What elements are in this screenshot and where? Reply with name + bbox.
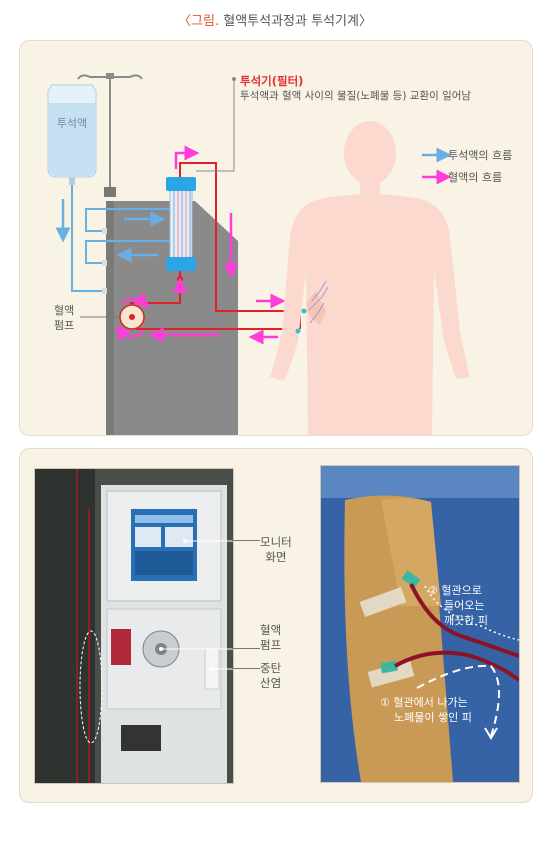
photo-pump-label: 혈액 펌프 <box>260 623 281 653</box>
outgoing-blood-label: ① 혈관에서 나가는 노폐물이 쌓인 피 <box>380 695 472 725</box>
bicarbonate-label-line2: 산염 <box>260 676 282 690</box>
machine-photo-drawing <box>35 469 233 783</box>
dialysis-machine-photo <box>34 468 234 784</box>
bicarbonate-label-line1: 중탄 <box>260 661 282 675</box>
dialysis-diagram: 투석액 <box>47 73 470 435</box>
dialysate-bag-label: 투석액 <box>57 117 87 130</box>
blood-flow-arrows <box>148 145 286 345</box>
arm-access-photo <box>320 465 520 783</box>
dialysate-line <box>71 185 104 292</box>
pump-label-line2: 펌프 <box>54 319 75 332</box>
incoming-label-line3: 깨끗한 피 <box>444 614 488 627</box>
filter-title: 투석기(필터) <box>240 74 304 88</box>
iv-pole <box>77 73 143 197</box>
monitor-label-line2: 화면 <box>265 550 287 564</box>
filter-callout-line <box>196 79 235 172</box>
outgoing-label-line1: ① 혈관에서 나가는 <box>380 696 468 709</box>
monitor-connector <box>232 540 260 541</box>
dialysis-process-panel: 투석액 <box>19 40 533 436</box>
filter-description: 투석액과 혈액 사이의 물질(노폐물 등) 교환이 일어남 <box>240 90 472 102</box>
patient-body <box>270 121 470 435</box>
legend-dialysate-label: 투석액의 흐름 <box>448 149 513 162</box>
bicarbonate-connector <box>232 668 260 669</box>
figure-title-prefix: 〈그림. <box>178 14 220 29</box>
photo-panel: 모니터 화면 혈액 펌프 중탄 산염 ② 혈관으로 들어오는 깨끗한 피 <box>19 448 533 803</box>
figure-title-text: 혈액투석과정과 투석기계〉 <box>223 14 372 29</box>
figure-title: 〈그림. 혈액투석과정과 투석기계〉 <box>0 10 550 29</box>
pump-label: 혈액 펌프 <box>54 303 74 333</box>
monitor-label-line1: 모니터 <box>260 535 292 549</box>
pump-connector <box>232 648 260 649</box>
bicarbonate-label: 중탄 산염 <box>260 661 281 691</box>
incoming-label-line2: 들어오는 <box>444 599 485 612</box>
incoming-label-line1: ② 혈관으로 <box>428 584 482 597</box>
dialysate-loops <box>85 208 170 294</box>
dialyzer-filter <box>166 177 196 282</box>
dialysate-bag: 투석액 <box>47 84 97 185</box>
legend-blood-label: 혈액의 흐름 <box>448 171 503 184</box>
monitor-label: 모니터 화면 <box>260 535 292 565</box>
incoming-blood-label: ② 혈관으로 들어오는 깨끗한 피 <box>428 583 488 628</box>
pump-label-line1: 혈액 <box>54 304 75 317</box>
arm-photo-drawing <box>321 466 519 782</box>
photo-pump-label-line2: 펌프 <box>260 638 282 652</box>
blood-pump <box>115 292 150 342</box>
photo-pump-label-line1: 혈액 <box>260 623 282 637</box>
outgoing-label-line2: 노폐물이 쌓인 피 <box>394 711 472 724</box>
dialysis-machine <box>106 201 238 435</box>
